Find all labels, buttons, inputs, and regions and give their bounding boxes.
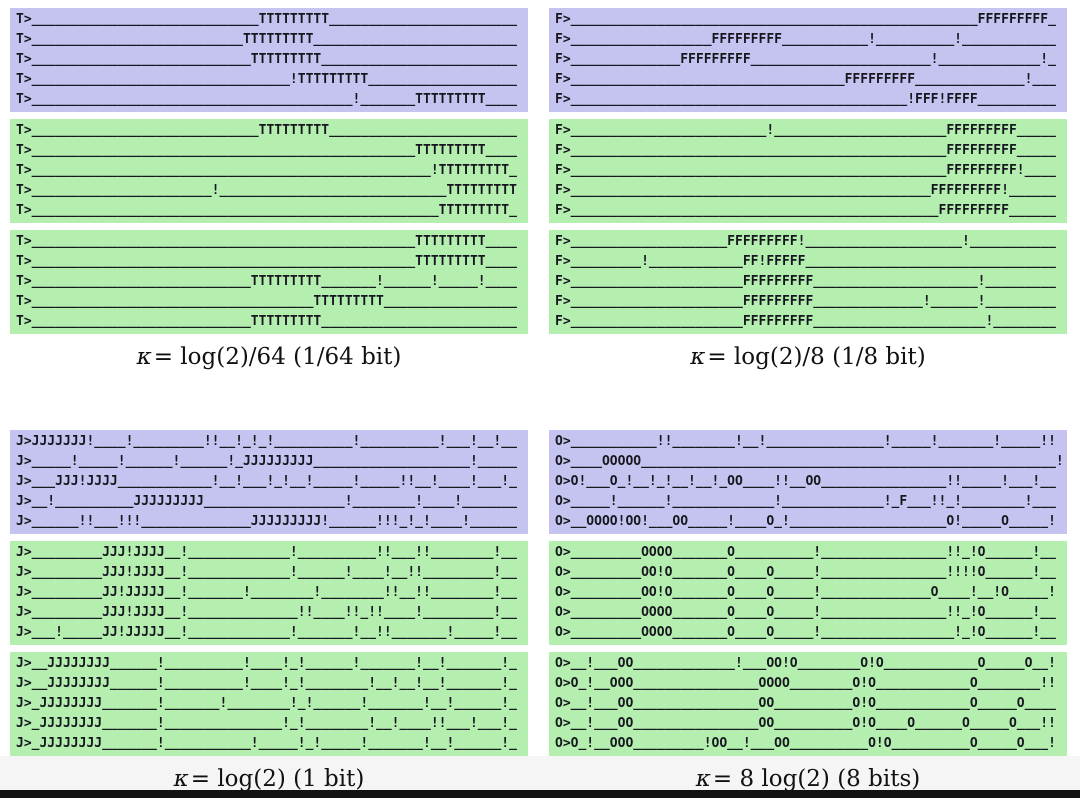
sample-block: F>______________________________________… — [549, 8, 1067, 112]
sequence-line: J>_JJJJJJJJ_______!_______!________!_!__… — [16, 696, 517, 711]
sequence-line: T>_________________________________!TTTT… — [16, 72, 517, 87]
caption-formula: = log(2)/64 (1/64 bit) — [153, 344, 402, 370]
caption-formula: = 8 log(2) (8 bits) — [712, 766, 921, 792]
sequence-line: J>_________JJJ!JJJJ__!______________!!__… — [16, 605, 517, 620]
sequence-line: F>______________________________________… — [555, 143, 1056, 158]
sequence-line: T>_____________________________TTTTTTTTT… — [16, 123, 517, 138]
sequence-line: J>__JJJJJJJJ______!__________!____!_!___… — [16, 656, 517, 671]
panel-kappa-1-bit: J>JJJJJJJ!____!_________!!__!_!_!_______… — [10, 430, 528, 792]
sequence-line: F>______________________________________… — [555, 92, 1056, 107]
sequence-line: O>__OOOO!OO!___OO_____!____O_!__________… — [555, 514, 1056, 529]
sample-block: F>____________________FFFFFFFFF!________… — [549, 230, 1067, 334]
sequence-line: O>_____!______!_____________!___________… — [555, 494, 1056, 509]
sequence-line: F>______________________________________… — [555, 163, 1056, 178]
sequence-line: O>__!___OO________________OO__________O!… — [555, 716, 1056, 731]
sequence-line: O>O!___O_!__!_!__!__!_OO____!!__OO______… — [555, 474, 1056, 489]
sequence-line: F>______________________________________… — [555, 183, 1056, 198]
sample-block: J>JJJJJJJ!____!_________!!__!_!_!_______… — [10, 430, 528, 534]
sequence-line: T>_____________________________TTTTTTTTT… — [16, 12, 517, 27]
sequence-line: T>____________________________TTTTTTTTT_… — [16, 52, 517, 67]
sequence-line: T>______________________________________… — [16, 143, 517, 158]
sequence-line: T>____________________________________TT… — [16, 294, 517, 309]
caption-formula: = log(2)/8 (1/8 bit) — [707, 344, 926, 370]
sequence-line: J>_JJJJJJJJ_______!___________!_____!_!_… — [16, 736, 517, 751]
sequence-line: F>_________!____________FF!FFFFF________… — [555, 254, 1056, 269]
sequence-line: O>_________OO!O_______O____O_____!______… — [555, 565, 1056, 580]
sequence-line: J>JJJJJJJ!____!_________!!__!_!_!_______… — [16, 434, 517, 449]
bottom-gray-band — [0, 756, 1080, 791]
sequence-line: F>_________________________!____________… — [555, 123, 1056, 138]
sequence-line: J>__JJJJJJJJ______!__________!____!_!___… — [16, 676, 517, 691]
panel-kappa-1-64-bit: T>_____________________________TTTTTTTTT… — [10, 8, 528, 370]
sample-block: T>_____________________________TTTTTTTTT… — [10, 119, 528, 223]
sequence-line: O>_________OOOO_______O____O_____!______… — [555, 625, 1056, 640]
kappa-symbol: κ — [695, 766, 711, 792]
kappa-symbol: κ — [173, 766, 189, 792]
sequence-line: F>______________________FFFFFFFFF_______… — [555, 294, 1056, 309]
sequence-line: T>___________________________TTTTTTTTT__… — [16, 32, 517, 47]
sequence-line: O>O_!__OOO________________OOOO________O!… — [555, 676, 1056, 691]
sequence-line: O>___________!!________!__!_____________… — [555, 434, 1056, 449]
sequence-line: F>__________________FFFFFFFFF___________… — [555, 32, 1056, 47]
sample-block: O>_________OOOO_______O__________!______… — [549, 541, 1067, 645]
sequence-line: T>_______________________!______________… — [16, 183, 517, 198]
panel-caption: κ= 8 log(2) (8 bits) — [549, 766, 1067, 792]
window-edge-bar — [0, 790, 1080, 798]
sequence-line: F>______________FFFFFFFFF_______________… — [555, 52, 1056, 67]
sequence-line: J>___!_____JJ!JJJJJ__!_____________!____… — [16, 625, 517, 640]
sequence-line: J>___JJJ!JJJJ____________!__!___!_!__!__… — [16, 474, 517, 489]
sample-block: T>_____________________________TTTTTTTTT… — [10, 8, 528, 112]
panel-caption: κ= log(2)/8 (1/8 bit) — [549, 344, 1067, 370]
sequence-line: J>______!!___!!!______________JJJJJJJJJ!… — [16, 514, 517, 529]
sequence-line: F>______________________FFFFFFFFF_______… — [555, 274, 1056, 289]
kappa-symbol: κ — [690, 344, 706, 370]
sequence-line: J>_________JJJ!JJJJ__!_____________!____… — [16, 565, 517, 580]
sample-block: J>_________JJJ!JJJJ__!_____________!____… — [10, 541, 528, 645]
caption-formula: = log(2) (1 bit) — [190, 766, 365, 792]
panel-caption: κ= log(2)/64 (1/64 bit) — [10, 344, 528, 370]
sequence-line: T>______________________________________… — [16, 92, 517, 107]
sequence-line: J>_JJJJJJJJ_______!_______________!_!___… — [16, 716, 517, 731]
sequence-line: J>_____!_____!______!______!_JJJJJJJJJ__… — [16, 454, 517, 469]
sequence-line: F>___________________________________FFF… — [555, 72, 1056, 87]
sequence-line: T>____________________________TTTTTTTTT_… — [16, 314, 517, 329]
sequence-line: T>____________________________TTTTTTTTT_… — [16, 274, 517, 289]
sample-block: J>__JJJJJJJJ______!__________!____!_!___… — [10, 652, 528, 756]
sequence-line: J>_________JJJ!JJJJ__!_____________!____… — [16, 545, 517, 560]
sequence-line: O>O_!__OOO_________!OO__!___OO__________… — [555, 736, 1056, 751]
sample-block: F>_________________________!____________… — [549, 119, 1067, 223]
sequence-line: J>_________JJ!JJJJJ__!_______!________!_… — [16, 585, 517, 600]
sequence-line: O>_________OOOO_______O____O_____!______… — [555, 605, 1056, 620]
sequence-line: O>_________OO!O_______O____O_____!______… — [555, 585, 1056, 600]
sequence-line: T>______________________________________… — [16, 234, 517, 249]
sequence-line: T>______________________________________… — [16, 203, 517, 218]
sequence-line: J>__!__________JJJJJJJJJ________________… — [16, 494, 517, 509]
sequence-line: F>____________________FFFFFFFFF!________… — [555, 234, 1056, 249]
sample-block: T>______________________________________… — [10, 230, 528, 334]
sequence-line: O>_________OOOO_______O__________!______… — [555, 545, 1056, 560]
sample-block: O>___________!!________!__!_____________… — [549, 430, 1067, 534]
sequence-line: T>______________________________________… — [16, 254, 517, 269]
panel-kappa-1-8-bit: F>______________________________________… — [549, 8, 1067, 370]
sample-block: O>__!___OO_____________!___OO!O________O… — [549, 652, 1067, 756]
sequence-line: O>____OOOOO_____________________________… — [555, 454, 1064, 469]
sequence-line: O>__!___OO_____________!___OO!O________O… — [555, 656, 1056, 671]
panel-caption: κ= log(2) (1 bit) — [10, 766, 528, 792]
sequence-line: F>______________________________________… — [555, 12, 1056, 27]
sequence-line: F>______________________________________… — [555, 203, 1056, 218]
kappa-symbol: κ — [136, 344, 152, 370]
sequence-line: F>______________________FFFFFFFFF_______… — [555, 314, 1056, 329]
sequence-line: T>______________________________________… — [16, 163, 517, 178]
sequence-line: O>__!___OO________________OO__________O!… — [555, 696, 1056, 711]
panel-kappa-8-bits: O>___________!!________!__!_____________… — [549, 430, 1067, 792]
